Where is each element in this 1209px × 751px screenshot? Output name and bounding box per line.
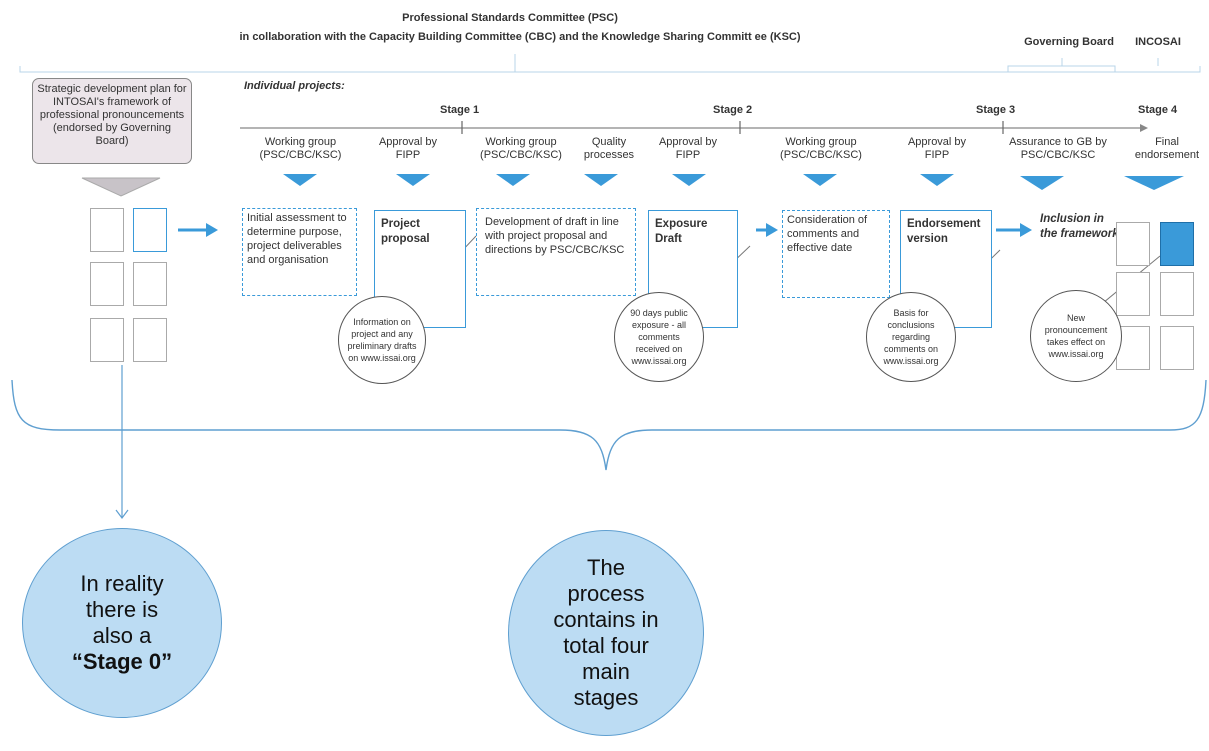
header-incosai: INCOSAI [1135,36,1181,48]
document-icon [133,318,167,362]
actor-quality-processes: Quality processes [583,136,635,161]
document-icon [90,208,124,252]
actor-working-group-2: Working group (PSC/CBC/KSC) [480,136,562,161]
header-governing-board: Governing Board [1024,36,1114,48]
down-triangle-icon [396,174,430,186]
step-inclusion: Inclusion in the framework [1040,213,1119,240]
callout-new-pronouncement: New pronouncement takes effect on www.is… [1030,290,1122,382]
actor-working-group-3: Working group (PSC/CBC/KSC) [780,136,862,161]
document-icon [133,208,167,252]
step-initial-assessment: Initial assessment to determine purpose,… [242,208,357,296]
document-icon [1116,222,1150,266]
stage-0-bold: “Stage 0” [71,649,173,674]
document-icon [1116,272,1150,316]
down-triangle-icon [1020,176,1064,190]
down-triangle-icon [803,174,837,186]
header-psc: Professional Standards Committee (PSC) [402,12,618,24]
actor-assurance-gb: Assurance to GB by PSC/CBC/KSC [1009,136,1107,161]
document-icon [1160,222,1194,266]
callout-public-exposure: 90 days public exposure - all comments r… [614,292,704,382]
document-icon [90,318,124,362]
step-development: Development of draft in line with projec… [476,208,636,296]
down-triangle-icon [584,174,618,186]
stage-4-label: Stage 4 [1138,104,1178,116]
down-triangle-icon [1124,176,1184,190]
document-icon [133,262,167,306]
four-stages-bubble: The process contains in total four main … [508,530,704,736]
stage-0-text: In reality there is also a [80,571,164,648]
header-collaboration: in collaboration with the Capacity Build… [239,31,801,43]
callout-information: Information on project and any prelimina… [338,296,426,384]
stage-1-label: Stage 1 [440,104,480,116]
down-triangle-icon [283,174,317,186]
document-icon [90,262,124,306]
actor-fipp-1: Approval by FIPP [378,136,438,161]
down-triangle-icon [496,174,530,186]
actor-working-group-1: Working group (PSC/CBC/KSC) [259,136,342,161]
down-triangle-icon [672,174,706,186]
document-icon [1160,272,1194,316]
four-stages-text: The process contains in total four main … [553,555,659,710]
step-consideration: Consideration of comments and effective … [782,210,890,298]
down-triangle-icon [920,174,954,186]
actor-final-endorsement: Final endorsement [1134,136,1200,161]
stage-2-label: Stage 2 [713,104,753,116]
callout-basis-conclusions: Basis for conclusions regarding comments… [866,292,956,382]
stage-3-label: Stage 3 [976,104,1016,116]
document-icon [1160,326,1194,370]
actor-fipp-2: Approval by FIPP [658,136,718,161]
strategic-plan-box: Strategic development plan for INTOSAI's… [32,78,192,164]
individual-projects-label: Individual projects: [244,80,345,92]
stage-0-bubble: In reality there is also a “Stage 0” [22,528,222,718]
actor-fipp-3: Approval by FIPP [907,136,967,161]
